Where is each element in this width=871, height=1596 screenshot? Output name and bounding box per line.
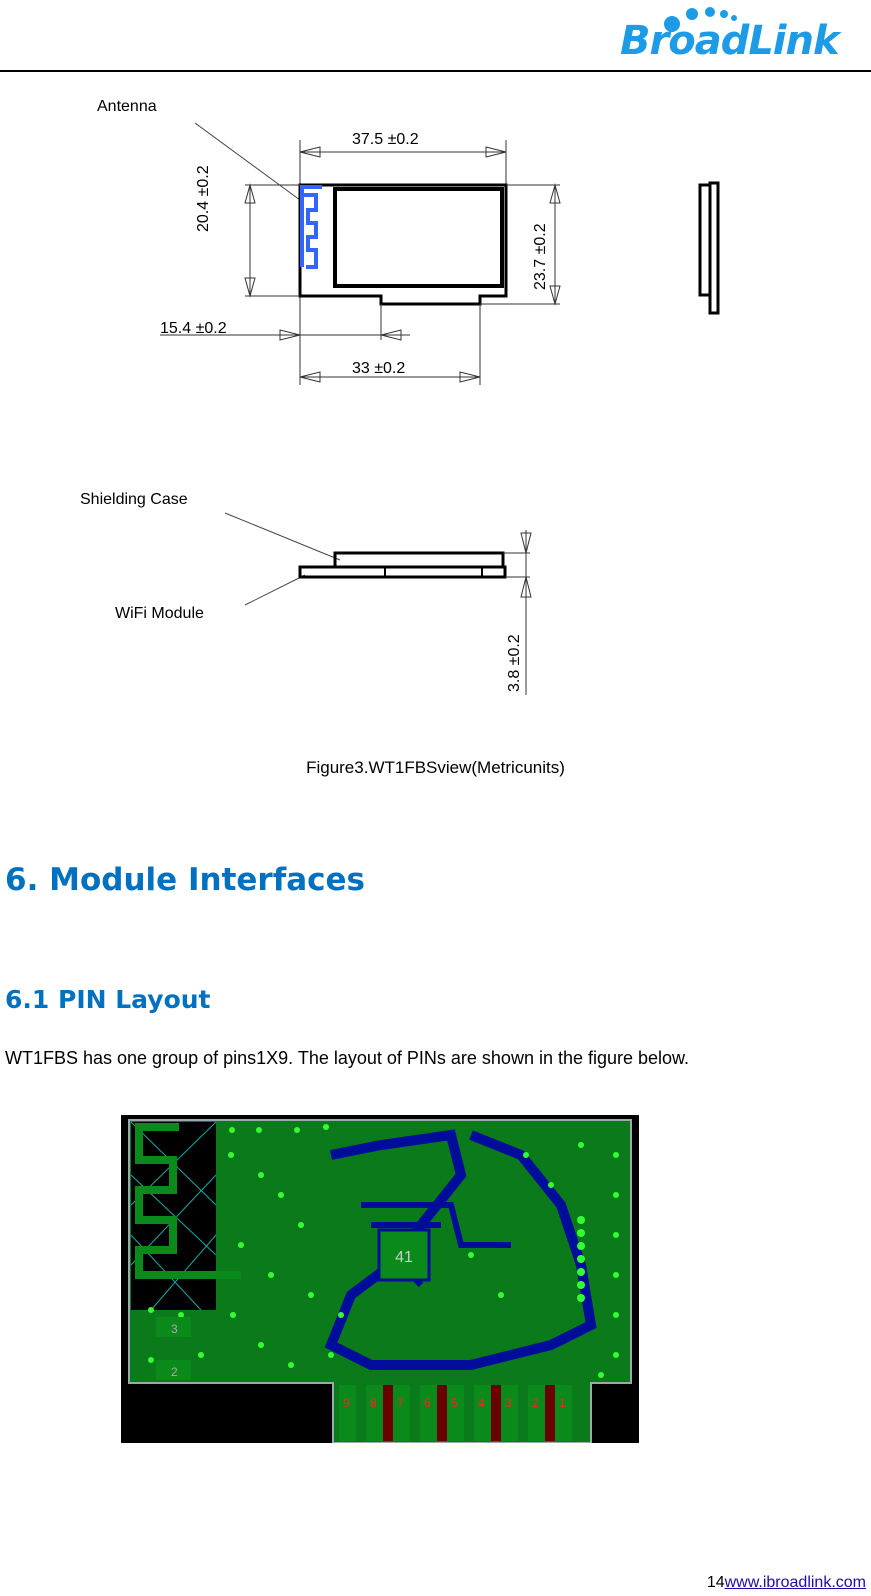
subsection-heading: 6.1 PIN Layout <box>5 985 211 1014</box>
dim-height-right: 23.7 ±0.2 <box>532 223 549 290</box>
left-pad-label: 2 <box>171 1365 178 1379</box>
pin-number: 4 <box>478 1396 485 1410</box>
callout-antenna: Antenna <box>97 98 157 115</box>
pin-number: 3 <box>505 1396 512 1410</box>
figure-caption: Figure3.WT1FBSview(Metricunits) <box>306 758 565 777</box>
side-view-drawing <box>224 512 532 695</box>
chip-label: 41 <box>395 1249 413 1266</box>
pin-number: 8 <box>370 1396 377 1410</box>
page-number: 14 <box>706 1574 725 1591</box>
callout-shielding-case: Shielding Case <box>80 491 188 508</box>
pcb-drawing: 41 3 2 <box>128 1119 632 1444</box>
callout-wifi-module: WiFi Module <box>115 605 204 622</box>
body-paragraph: WT1FBS has one group of pins1X9. The lay… <box>5 1048 690 1068</box>
pcb-layout-image: 41 3 2 <box>121 1115 639 1444</box>
pin-number: 1 <box>559 1396 566 1410</box>
dim-width-bottom: 33 ±0.2 <box>352 360 406 377</box>
pin-number: 9 <box>343 1396 350 1410</box>
dim-offset-left: 15.4 ±0.2 <box>160 320 227 337</box>
logo-dots-icon <box>664 7 737 32</box>
left-pad-label: 3 <box>171 1322 178 1336</box>
top-view-drawing <box>160 122 720 385</box>
pin-number: 2 <box>532 1396 539 1410</box>
logo-text: BroadLink <box>620 18 840 64</box>
pin-row: 9 8 7 6 5 4 3 2 1 <box>339 1385 572 1441</box>
dim-width-total: 37.5 ±0.2 <box>352 131 419 148</box>
pin-number: 7 <box>397 1396 404 1410</box>
section-heading: 6. Module Interfaces <box>5 862 365 898</box>
dim-height-left: 20.4 ±0.2 <box>195 165 212 232</box>
pin-number: 6 <box>424 1396 431 1410</box>
header-divider <box>0 70 871 72</box>
website-link[interactable]: www.ibroadlink.com <box>724 1574 866 1591</box>
dim-thickness: 3.8 ±0.2 <box>506 634 523 692</box>
page-footer: 14www.ibroadlink.com <box>707 1574 866 1592</box>
broadlink-logo: BroadLink <box>620 4 860 64</box>
pin-number: 5 <box>451 1396 458 1410</box>
